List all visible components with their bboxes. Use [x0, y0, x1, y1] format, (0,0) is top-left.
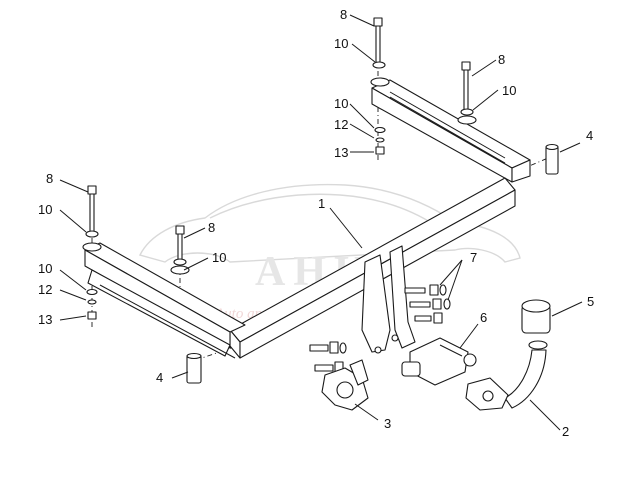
towbar-crossbar — [82, 77, 531, 359]
callout-leaders — [59, 14, 583, 431]
callout-8c: 8 — [46, 171, 53, 186]
callout-10d: 10 — [38, 202, 52, 217]
callout-8b: 8 — [498, 52, 505, 67]
callout-12a: 12 — [334, 117, 348, 132]
callout-13b: 13 — [38, 312, 52, 327]
callout-10b: 10 — [334, 96, 348, 111]
callout-10f: 10 — [212, 250, 226, 265]
callout-12b: 12 — [38, 282, 52, 297]
callout-4a: 4 — [586, 128, 593, 143]
callout-10c: 10 — [502, 83, 516, 98]
electrical-module — [401, 337, 477, 386]
spacer-tubes — [186, 143, 559, 384]
watermark-car-roof — [209, 193, 431, 223]
callout-labels: 8 10 10 12 13 8 10 4 8 10 10 12 13 8 10 … — [38, 7, 594, 439]
tow-ball-assembly — [465, 299, 551, 411]
hitch-bolt-set — [309, 284, 451, 374]
washers-and-nuts — [85, 61, 474, 320]
callout-4b: 4 — [156, 370, 163, 385]
callout-10e: 10 — [38, 261, 52, 276]
bolts — [87, 17, 471, 265]
callout-8d: 8 — [208, 220, 215, 235]
socket-plate — [321, 359, 369, 411]
hitch-mounting-plates — [361, 245, 416, 354]
callout-3: 3 — [384, 416, 391, 431]
callout-5: 5 — [587, 294, 594, 309]
callout-1: 1 — [318, 196, 325, 211]
callout-10a: 10 — [334, 36, 348, 51]
callout-13a: 13 — [334, 145, 348, 160]
callout-6: 6 — [480, 310, 487, 325]
callout-8a: 8 — [340, 7, 347, 22]
callout-2: 2 — [562, 424, 569, 439]
callout-7: 7 — [470, 250, 477, 265]
